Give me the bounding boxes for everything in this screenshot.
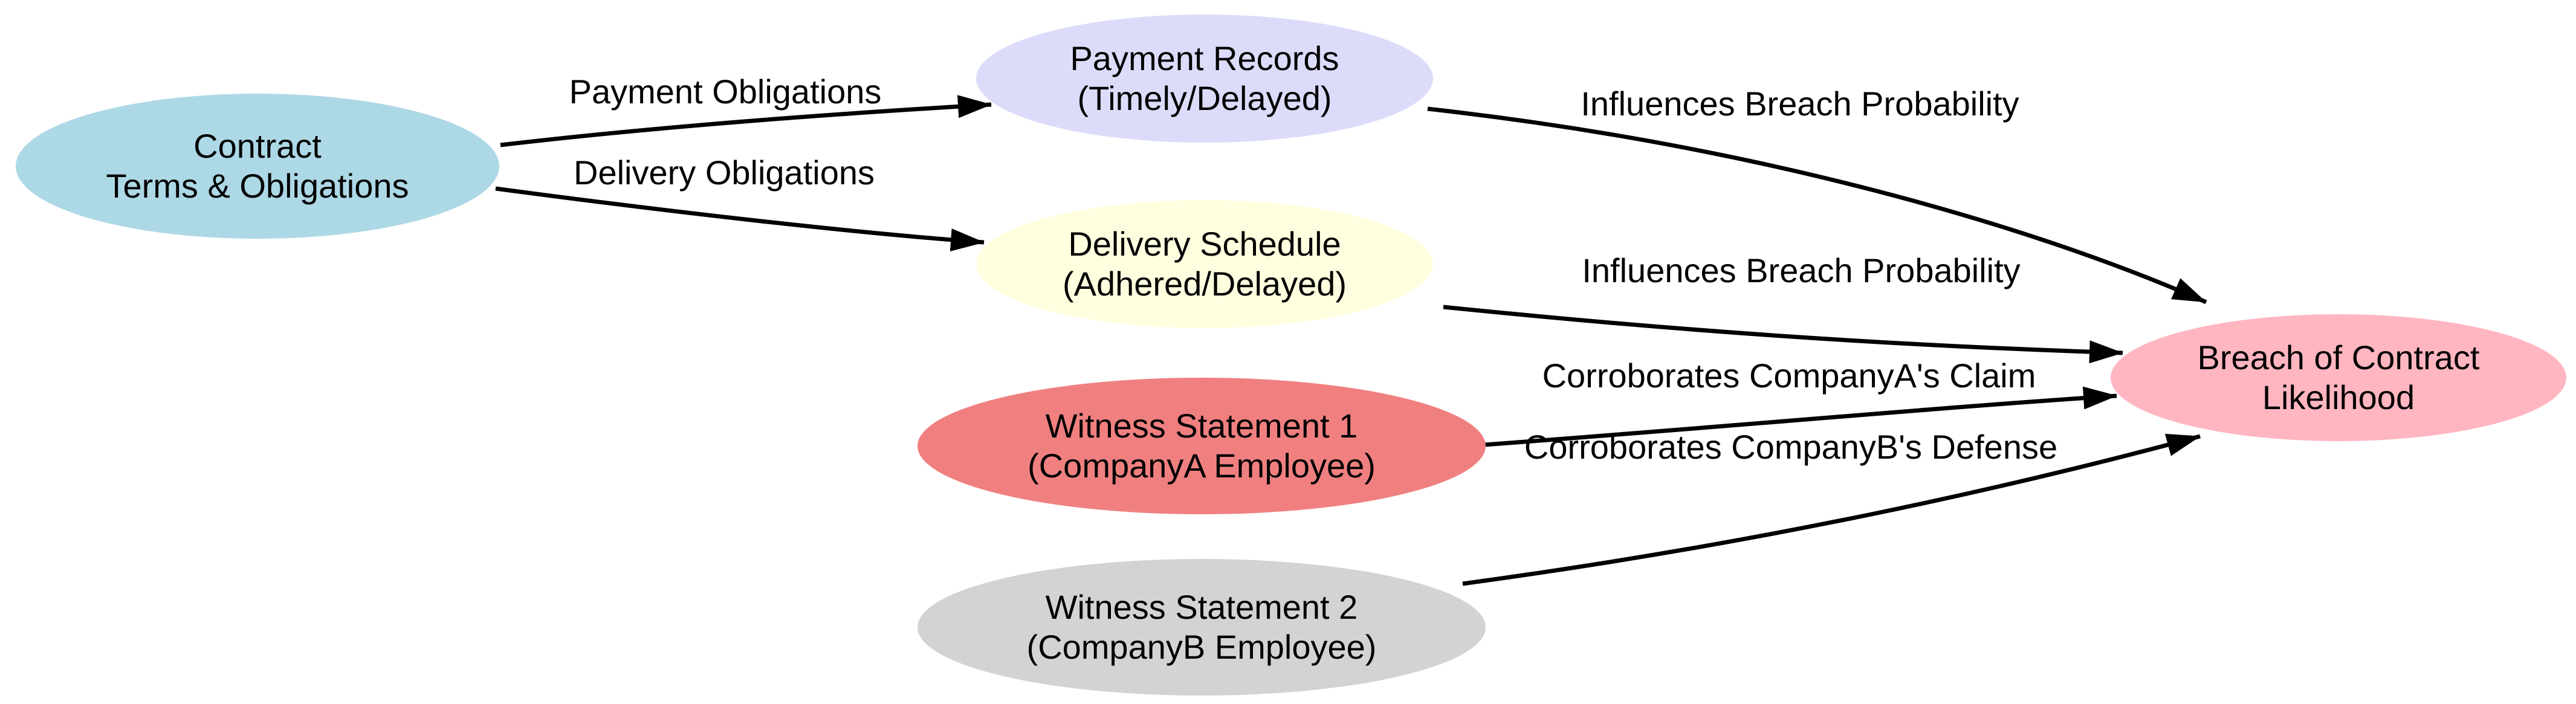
- node-label-line: (CompanyB Employee): [1026, 628, 1377, 666]
- node-label-line: (Timely/Delayed): [1077, 79, 1332, 117]
- node-label-line: (CompanyA Employee): [1027, 447, 1376, 485]
- node-label-line: Breach of Contract: [2197, 338, 2480, 376]
- node-breach-likelihood: Breach of Contract Likelihood: [2111, 314, 2566, 441]
- edge-delivery-schedule-breach: [1443, 305, 2123, 364]
- node-label-line: Witness Statement 2: [1045, 588, 1358, 626]
- edge-label-corroborates-companyb-defense: Corroborates CompanyB's Defense: [1524, 428, 2058, 466]
- edge-witness-1-breach: [1484, 386, 2117, 447]
- node-label-line: Delivery Schedule: [1068, 225, 1341, 263]
- node-payment-records: Payment Records (Timely/Delayed): [976, 15, 1433, 143]
- node-delivery-schedule: Delivery Schedule (Adhered/Delayed): [976, 200, 1433, 328]
- node-witness-statement-1: Witness Statement 1 (CompanyA Employee): [917, 378, 1486, 514]
- node-label-line: Terms & Obligations: [106, 167, 409, 205]
- node-contract-terms: Contract Terms & Obligations: [16, 94, 499, 239]
- node-label-line: Contract: [193, 127, 322, 165]
- edge-witness-2-breach: [1462, 433, 2201, 586]
- node-label-line: (Adhered/Delayed): [1062, 265, 1347, 303]
- node-witness-statement-2: Witness Statement 2 (CompanyB Employee): [917, 559, 1486, 696]
- edge-label-influences-breach-probability-1: Influences Breach Probability: [1581, 85, 2019, 123]
- node-label-line: Likelihood: [2262, 378, 2415, 416]
- node-label-line: Payment Records: [1070, 39, 1339, 77]
- edge-label-corroborates-companya-claim: Corroborates CompanyA's Claim: [1542, 357, 2036, 395]
- edge-payment-records-breach: [1427, 106, 2207, 305]
- edge-label-delivery-obligations: Delivery Obligations: [574, 153, 875, 192]
- edge-label-payment-obligations: Payment Obligations: [569, 73, 882, 111]
- node-label-line: Witness Statement 1: [1045, 407, 1358, 445]
- edge-label-influences-breach-probability-2: Influences Breach Probability: [1582, 251, 2021, 289]
- edge-contract-delivery-schedule: [495, 186, 985, 251]
- edge-contract-payment-records: [500, 95, 992, 147]
